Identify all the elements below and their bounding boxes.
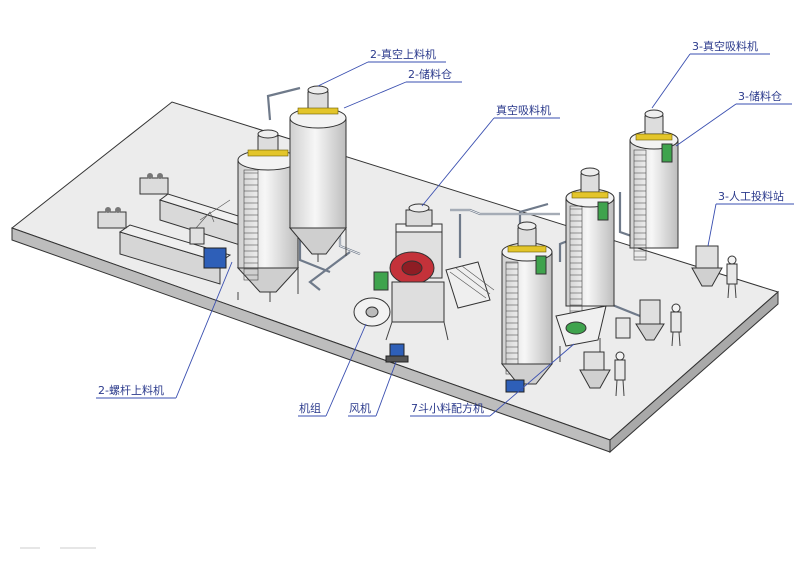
label-text: 3-储料仓 [738, 89, 782, 103]
operator-3 [726, 255, 738, 299]
silo-3-middle [565, 167, 615, 317]
label-batching-7: 7斗小料配方机 [410, 343, 575, 417]
label-text: 3-真空吸料机 [692, 39, 758, 53]
operator-1 [670, 303, 682, 347]
label-storage-bin-2: 2-储料仓 [343, 67, 462, 109]
label-text: 7斗小料配方机 [411, 401, 484, 415]
operator-figures [614, 255, 738, 397]
label-fan: 风机 [348, 361, 397, 417]
central-mixer-unit [353, 203, 495, 363]
screw-feeder-machines [97, 173, 250, 285]
operator-2 [614, 351, 626, 397]
label-text: 真空吸料机 [496, 103, 551, 117]
label-manual-feeding-3: 3-人工投料站 [707, 189, 794, 247]
label-screw-feeder-2: 2-螺杆上料机 [96, 261, 233, 399]
label-text: 风机 [349, 401, 371, 415]
label-vacuum-suction-main: 真空吸料机 [421, 103, 560, 207]
label-mixer-unit: 机组 [298, 323, 367, 417]
label-text: 2-螺杆上料机 [98, 383, 164, 397]
batching-station [555, 245, 723, 389]
label-text: 2-储料仓 [408, 67, 452, 81]
label-text: 2-真空上料机 [370, 47, 436, 61]
label-vacuum-loader-2: 2-真空上料机 [317, 47, 446, 87]
silo-3-front [500, 221, 554, 393]
silo-2-left [236, 129, 300, 302]
label-storage-bin-3: 3-储料仓 [675, 89, 792, 147]
label-text: 3-人工投料站 [718, 189, 784, 203]
label-vacuum-suction-3: 3-真空吸料机 [651, 39, 770, 109]
silo-3-back [629, 109, 679, 261]
silo-2-right [288, 85, 348, 262]
label-text: 机组 [299, 401, 321, 415]
